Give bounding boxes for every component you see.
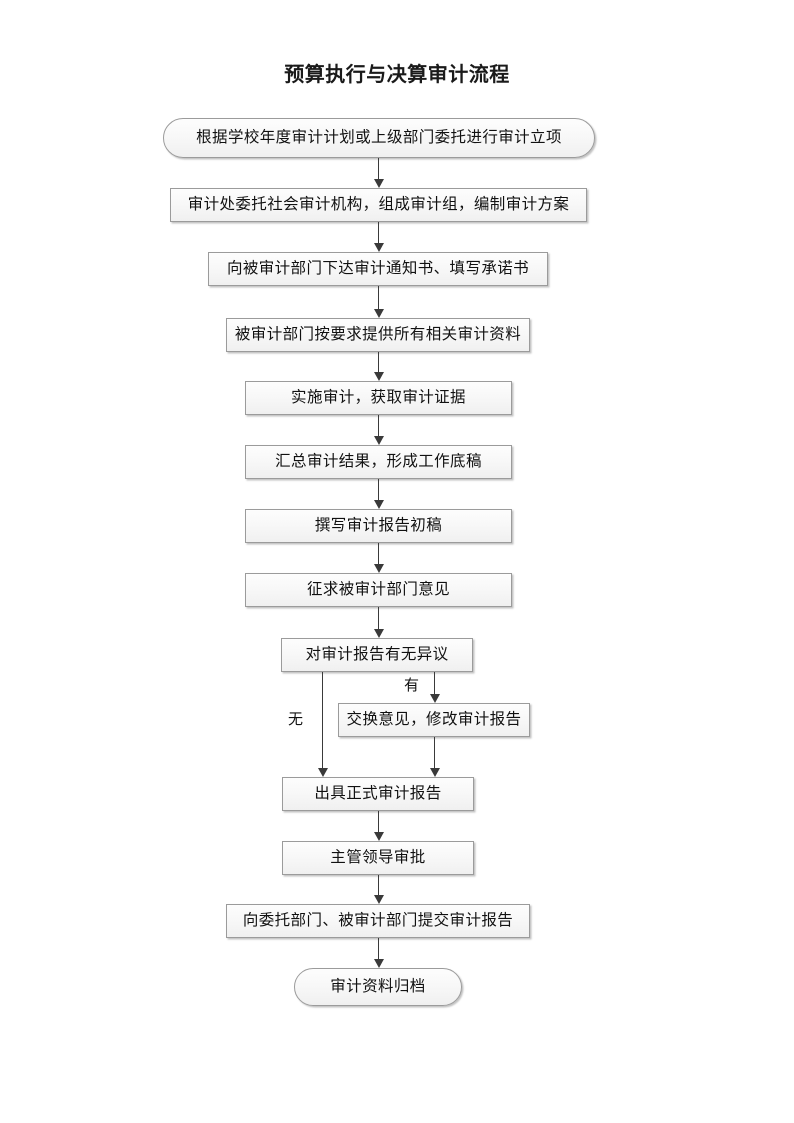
connector-arrowhead <box>374 895 384 904</box>
connector-line <box>378 352 380 372</box>
connector-arrowhead <box>374 959 384 968</box>
connector-arrowhead <box>374 372 384 381</box>
flow-node-final-report[interactable]: 出具正式审计报告 <box>282 777 474 811</box>
connector-line <box>378 543 380 564</box>
flow-node-issue-notice[interactable]: 向被审计部门下达审计通知书、填写承诺书 <box>208 252 548 286</box>
connector-arrowhead <box>374 309 384 318</box>
flow-node-label: 审计处委托社会审计机构，组成审计组，编制审计方案 <box>187 196 570 214</box>
flow-node-label: 主管领导审批 <box>330 849 426 867</box>
flow-node-decision-objection[interactable]: 对审计报告有无异议 <box>281 638 473 672</box>
flow-node-label: 对审计报告有无异议 <box>305 646 449 664</box>
connector-line <box>378 479 380 500</box>
connector-arrowhead <box>374 500 384 509</box>
connector-line <box>378 415 380 436</box>
connector-line <box>378 938 380 959</box>
flow-node-submit-report[interactable]: 向委托部门、被审计部门提交审计报告 <box>226 904 530 938</box>
branch-label-no: 无 <box>288 712 304 728</box>
flow-node-solicit-opinions[interactable]: 征求被审计部门意见 <box>245 573 512 607</box>
connector-arrowhead <box>430 768 440 777</box>
flow-node-label: 向被审计部门下达审计通知书、填写承诺书 <box>226 260 530 278</box>
flow-node-label: 汇总审计结果，形成工作底稿 <box>275 453 482 471</box>
connector-line-yes <box>434 672 436 694</box>
flow-node-assign-agency[interactable]: 审计处委托社会审计机构，组成审计组，编制审计方案 <box>170 188 587 222</box>
flow-node-label: 撰写审计报告初稿 <box>314 517 443 535</box>
flow-node-revise-report[interactable]: 交换意见，修改审计报告 <box>338 703 530 737</box>
flow-node-summarize-results[interactable]: 汇总审计结果，形成工作底稿 <box>245 445 512 479</box>
flow-node-label: 征求被审计部门意见 <box>306 581 451 599</box>
connector-arrowhead-yes <box>430 694 440 703</box>
flow-node-label: 被审计部门按要求提供所有相关审计资料 <box>234 326 522 344</box>
connector-line <box>378 875 380 895</box>
flow-node-draft-report[interactable]: 撰写审计报告初稿 <box>245 509 512 543</box>
connector-line <box>378 607 380 629</box>
flow-node-label: 交换意见，修改审计报告 <box>346 711 522 729</box>
flow-node-label: 实施审计，获取审计证据 <box>291 389 466 407</box>
flow-node-label: 根据学校年度审计计划或上级部门委托进行审计立项 <box>196 129 562 147</box>
connector-line <box>434 737 436 768</box>
connector-arrowhead <box>374 243 384 252</box>
connector-line-no <box>322 672 324 768</box>
connector-arrowhead <box>374 832 384 841</box>
connector-line <box>378 811 380 832</box>
page-title: 预算执行与决算审计流程 <box>284 64 510 86</box>
connector-arrowhead <box>374 564 384 573</box>
flow-node-conduct-audit[interactable]: 实施审计，获取审计证据 <box>245 381 512 415</box>
connector-arrowhead <box>374 179 384 188</box>
flow-node-label: 审计资料归档 <box>330 978 426 996</box>
connector-arrowhead-no <box>318 768 328 777</box>
flow-node-archive[interactable]: 审计资料归档 <box>294 968 462 1006</box>
flow-node-label: 出具正式审计报告 <box>314 785 442 803</box>
flow-node-label: 向委托部门、被审计部门提交审计报告 <box>242 912 514 930</box>
connector-line <box>378 222 380 244</box>
connector-arrowhead <box>374 629 384 638</box>
connector-line <box>378 286 380 309</box>
flow-node-provide-materials[interactable]: 被审计部门按要求提供所有相关审计资料 <box>226 318 530 352</box>
connector-line <box>378 158 380 180</box>
branch-label-yes: 有 <box>404 678 420 694</box>
connector-arrowhead <box>374 436 384 445</box>
flow-node-start[interactable]: 根据学校年度审计计划或上级部门委托进行审计立项 <box>163 118 595 158</box>
flow-node-leader-approval[interactable]: 主管领导审批 <box>282 841 474 875</box>
